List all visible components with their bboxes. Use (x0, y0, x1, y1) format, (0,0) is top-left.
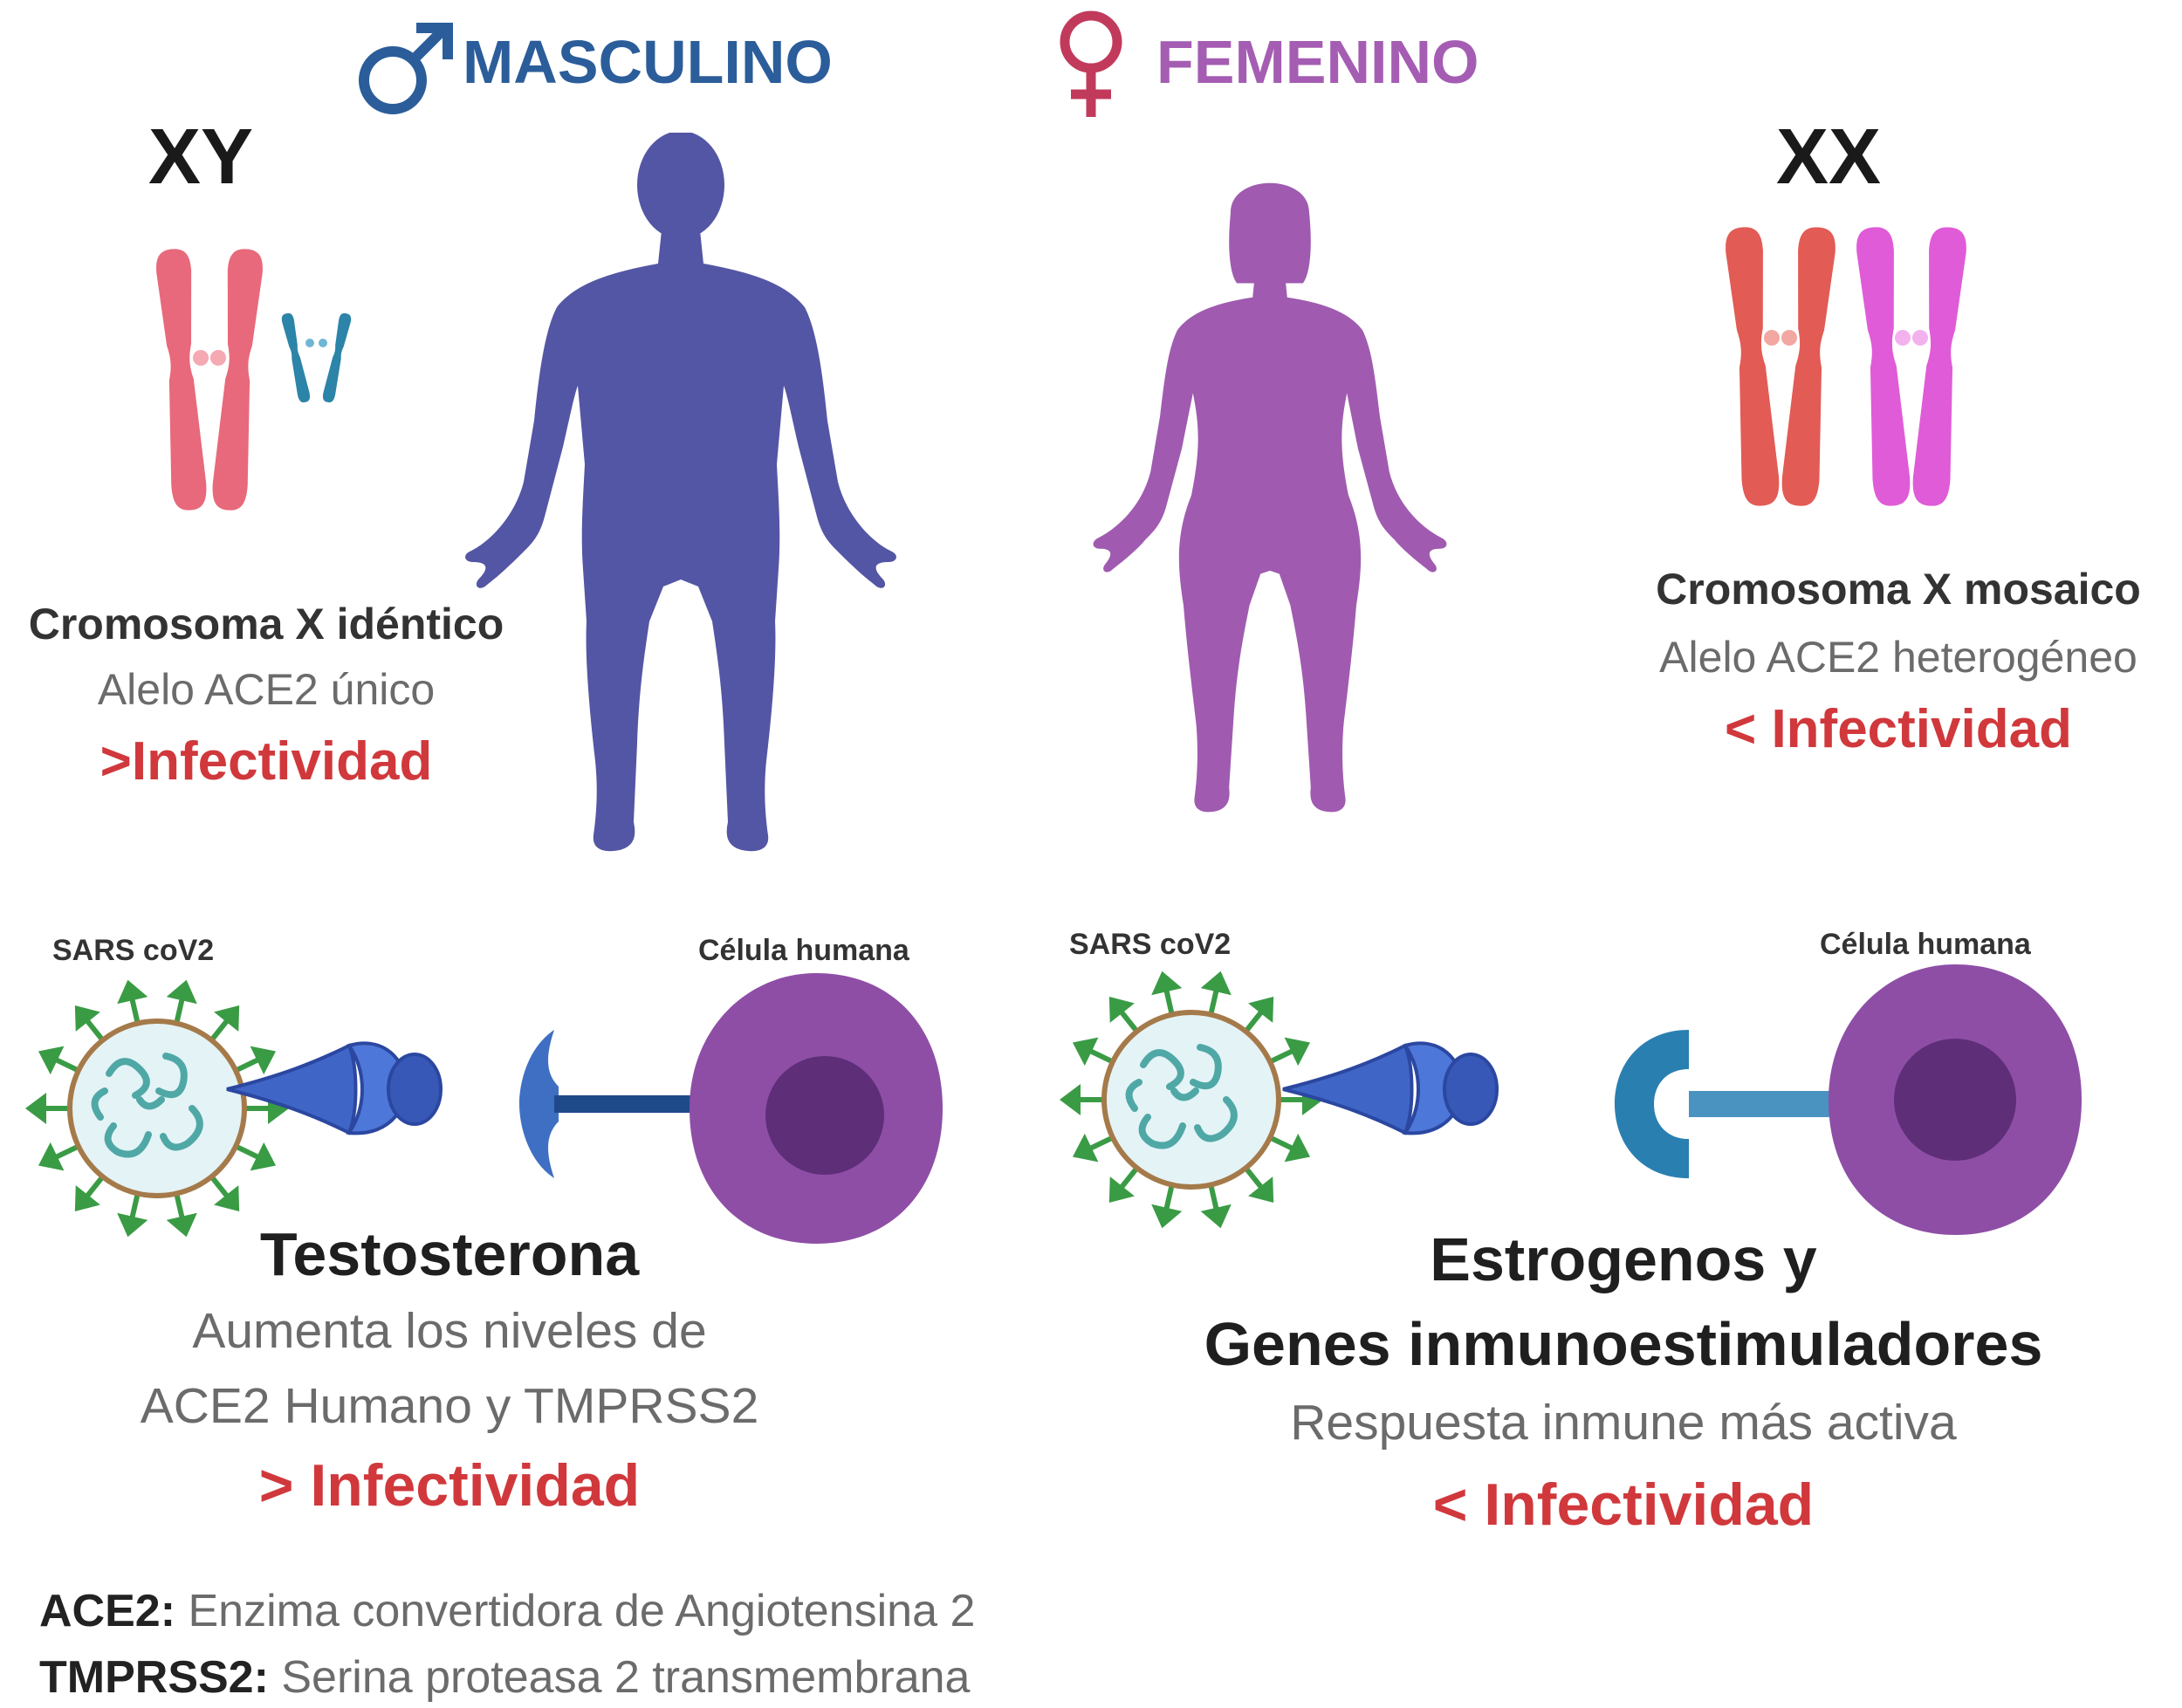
legend-tmprss2-term: TMPRSS2: (39, 1652, 269, 1703)
virus-spike (53, 1056, 82, 1074)
spike-protein-icon (1282, 1041, 1499, 1135)
virus-spike-head (38, 1046, 65, 1075)
virus-spike-head (1060, 1084, 1081, 1115)
human-cell-icon (690, 973, 943, 1244)
virus-spike-head (166, 1212, 197, 1238)
female-hormone-infectivity: < Infectividad (1432, 1471, 1815, 1538)
virus-spike-head (166, 979, 197, 1005)
male-hormone-line2: ACE2 Humano y TMPRSS2 (140, 1378, 759, 1434)
female-body-figure (1074, 129, 1466, 854)
legend-ace2-definition: Enzima convertidora de Angiotensina 2 (188, 1586, 976, 1636)
virus-spike-head (214, 1005, 240, 1032)
virus-spike-head (1108, 1176, 1135, 1204)
virus-spike (232, 1142, 261, 1161)
virus-spike (1242, 1164, 1265, 1190)
female-hormone-title2: Genes inmunoestimuladores (1204, 1310, 2043, 1378)
virus-spike (1088, 1047, 1116, 1066)
male-hormone-line1: Aumenta los niveles de (192, 1303, 707, 1359)
virus-spike-head (117, 1212, 148, 1238)
female-cell-label: Célula humana (1820, 928, 2031, 961)
male-label: MASCULINO (463, 28, 833, 96)
virus-spike-head (117, 979, 148, 1005)
virus-spike (1266, 1134, 1295, 1152)
male-chromosome-text: Cromosoma X idéntico (28, 600, 504, 648)
virus-spike-head (250, 1046, 277, 1075)
virus-spike-head (74, 1005, 100, 1032)
virus-spike-head (1200, 971, 1232, 996)
ace2-receptor-icon (519, 1030, 720, 1178)
male-hormone-infectivity: > Infectividad (258, 1452, 641, 1519)
virus-spike-head (1151, 971, 1183, 996)
virus-spike (129, 1190, 141, 1220)
female-symbol-icon (1060, 10, 1122, 117)
male-body-figure (463, 133, 899, 857)
virus-spike (232, 1056, 261, 1074)
virus-spike (1242, 1009, 1265, 1035)
y-chromosome-icon (280, 312, 353, 404)
female-hormone-title1: Estrogenos y (1430, 1225, 1817, 1293)
virus-spike-head (1284, 1037, 1311, 1067)
x-chromosome-icon (1724, 225, 1837, 508)
virus-spike (53, 1142, 82, 1161)
female-infectivity: < Infectividad (1725, 699, 2072, 759)
virus-spike (1118, 1009, 1141, 1035)
virus-spike (1266, 1047, 1295, 1066)
virus-spike (1118, 1164, 1141, 1190)
virus-spike-head (74, 1185, 100, 1212)
x-chromosome-icon (1855, 225, 1968, 508)
virus-spike-head (25, 1093, 46, 1124)
virus-spike-head (1200, 1204, 1232, 1229)
female-chromosome-text: Cromosoma X mosaico (1656, 565, 2141, 614)
female-virus-label: SARS coV2 (1069, 928, 1232, 961)
male-cell-label: Célula humana (698, 934, 909, 967)
virus-icon (1060, 971, 1323, 1229)
virus-spike-head (1284, 1133, 1311, 1163)
male-allele-text: Alelo ACE2 único (97, 665, 436, 714)
x-chromosome-icon (154, 247, 264, 512)
legend-tmprss2-definition: Serina proteasa 2 transmembrana (281, 1652, 971, 1703)
legend-ace2: ACE2: Enzima convertidora de Angiotensin… (39, 1588, 975, 1634)
virus-spike (208, 1018, 230, 1044)
virus-spike (1207, 1182, 1219, 1211)
virus-spike-head (250, 1142, 277, 1171)
human-cell-icon (1829, 964, 2082, 1235)
male-chromosome-label: XY (148, 113, 254, 201)
virus-spike-head (1248, 1176, 1274, 1204)
virus-spike (1163, 1182, 1176, 1211)
virus-spike (173, 1190, 185, 1220)
virus-spike (1163, 988, 1176, 1018)
virus-spike (84, 1018, 106, 1044)
virus-spike-head (1072, 1037, 1099, 1067)
virus-spike-head (214, 1185, 240, 1212)
ace2-receptor-icon (1615, 1030, 1833, 1178)
male-infectivity: >Infectividad (99, 731, 433, 792)
male-virus-label: SARS coV2 (52, 934, 215, 967)
virus-spike-head (38, 1142, 65, 1171)
virus-spike (129, 997, 141, 1026)
virus-spike-head (1108, 996, 1135, 1023)
legend-tmprss2: TMPRSS2: Serina proteasa 2 transmembrana (39, 1655, 970, 1700)
male-hormone-title: Testosterona (259, 1220, 640, 1288)
female-chromosome-label: XX (1776, 113, 1882, 201)
virus-spike (1207, 988, 1219, 1018)
virus-spike (208, 1173, 230, 1199)
virus-spike-head (1151, 1204, 1183, 1229)
virus-spike-head (1072, 1133, 1099, 1163)
virus-spike-head (1248, 996, 1274, 1023)
male-symbol-icon (359, 23, 453, 114)
virus-spike (84, 1173, 106, 1199)
legend-ace2-term: ACE2: (39, 1586, 176, 1636)
female-hormone-line1: Respuesta inmune más activa (1290, 1395, 1957, 1451)
virus-spike (1088, 1134, 1116, 1152)
virus-spike (173, 997, 185, 1026)
female-allele-text: Alelo ACE2 heterogéneo (1659, 633, 2137, 682)
spike-protein-icon (226, 1041, 443, 1135)
virus-icon (25, 979, 289, 1238)
female-label: FEMENINO (1156, 28, 1479, 96)
